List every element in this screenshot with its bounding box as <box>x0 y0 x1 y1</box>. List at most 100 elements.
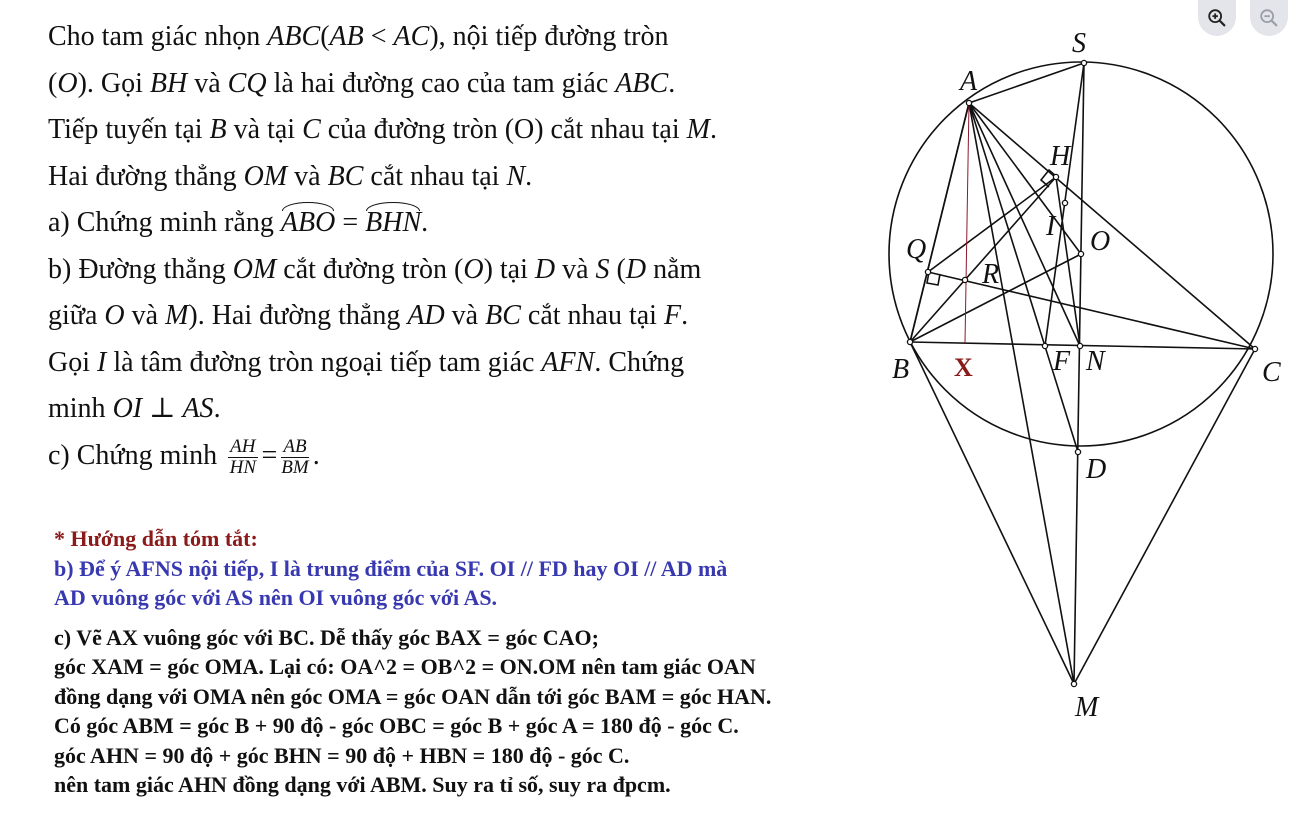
math-symbol: BC <box>485 300 521 331</box>
point-I <box>1061 199 1069 207</box>
math-symbol: N <box>506 160 526 192</box>
text-run: . <box>709 114 717 145</box>
text-run: và <box>555 253 596 285</box>
text-run: nằm <box>646 253 702 285</box>
problem-line: Hai đường thẳng OM và BC cắt nhau tại N. <box>48 154 868 201</box>
text-run: b) Đường thẳng <box>48 253 233 285</box>
text-run: và tại <box>226 114 303 145</box>
point-F <box>1041 342 1049 350</box>
text-run: và <box>187 67 228 99</box>
text-run: ). Gọi <box>77 67 150 99</box>
problem-line: Gọi I là tâm đường tròn ngoại tiếp tam g… <box>48 340 868 387</box>
problem-line: minh OI ⊥ AS. <box>48 386 868 433</box>
hint-c-line: góc XAM = góc OMA. Lại có: OA^2 = OB^2 =… <box>54 654 756 679</box>
point-B <box>906 338 914 346</box>
point-S <box>1080 59 1088 67</box>
text-run: = <box>261 439 278 471</box>
zoom-out-button[interactable] <box>1250 0 1288 36</box>
point-D <box>1074 448 1082 456</box>
segment-AS <box>968 62 1085 104</box>
math-symbol: CQ <box>227 67 267 99</box>
label-B: B <box>892 354 909 385</box>
problem-statement: Cho tam giác nhọn ABC(AB < AC), nội tiếp… <box>48 14 868 479</box>
right-angle-mark-Q <box>926 271 941 286</box>
label-Q: Q <box>906 234 926 265</box>
segment-AX <box>964 102 970 344</box>
point-R <box>961 276 969 284</box>
math-symbol: OM <box>232 253 277 285</box>
label-N: N <box>1085 346 1106 377</box>
zoom-out-icon <box>1260 9 1278 27</box>
point-C <box>1251 345 1259 353</box>
text-run: ( <box>609 253 626 285</box>
text-run: < <box>363 21 394 52</box>
hint-heading: * Hướng dẫn tóm tắt: <box>54 526 258 551</box>
segment-AN <box>968 102 1081 347</box>
segment-BH <box>909 176 1057 343</box>
hint-b-line: b) Để ý AFNS nội tiếp, I là trung điểm c… <box>54 555 728 581</box>
text-run: . <box>421 207 429 238</box>
math-symbol: D <box>534 253 556 285</box>
text-run: . <box>312 439 320 471</box>
math-symbol: B <box>209 114 227 145</box>
label-I: I <box>1045 211 1057 242</box>
angle-symbol: ABO <box>281 200 335 247</box>
text-run: ( <box>320 21 330 52</box>
text-run: . <box>525 160 533 192</box>
text-run: và <box>287 160 328 192</box>
text-run: c) Chứng minh <box>48 439 225 471</box>
text-run: . <box>213 393 221 424</box>
label-O: O <box>1090 226 1110 257</box>
segment-SM <box>1073 62 1085 685</box>
math-symbol: I <box>97 346 107 378</box>
text-run: Hai đường thẳng <box>48 160 244 192</box>
text-run: ), nội tiếp đường tròn <box>429 21 669 52</box>
segment-AB <box>909 102 970 343</box>
math-symbol: AS <box>182 393 214 424</box>
hint-b-line: AD vuông góc với AS nên OI vuông góc với… <box>54 585 498 610</box>
math-symbol: M <box>165 300 189 331</box>
label-A: A <box>958 66 978 97</box>
math-symbol: AFN <box>541 346 595 378</box>
right-angle-mark-H <box>1039 168 1058 188</box>
math-symbol: O <box>57 67 78 99</box>
point-O <box>1077 250 1085 258</box>
solution-hint: * Hướng dẫn tóm tắt: b) Để ý AFNS nội ti… <box>54 524 1014 800</box>
problem-line: Tiếp tuyến tại B và tại C của đường tròn… <box>48 107 868 154</box>
segment-CM <box>1073 348 1256 685</box>
hint-c-line: đồng dạng với OMA nên góc OMA = góc OAN … <box>54 683 772 709</box>
problem-line: a) Chứng minh rằng ABO = BHN. <box>48 200 868 247</box>
text-run: và <box>124 300 166 331</box>
segment-QH <box>927 176 1057 273</box>
point-H <box>1052 173 1060 181</box>
problem-line: b) Đường thẳng OM cắt đường tròn (O) tại… <box>48 247 868 294</box>
label-D: D <box>1085 454 1106 485</box>
math-symbol: OM <box>243 160 288 192</box>
segment-AD <box>968 102 1079 453</box>
text-run: . <box>668 67 676 99</box>
segment-HN <box>1055 176 1081 347</box>
problem-line: Cho tam giác nhọn ABC(AB < AC), nội tiếp… <box>48 14 868 61</box>
text-run: của đường tròn (O) cắt nhau tại <box>320 114 687 145</box>
text-run: cắt nhau tại <box>363 160 507 192</box>
point-N <box>1076 342 1084 350</box>
label-X: X <box>954 353 973 382</box>
math-symbol: OI <box>112 393 143 424</box>
hint-c-line: Có góc ABM = góc B + 90 độ - góc OBC = g… <box>54 713 739 738</box>
math-symbol: C <box>302 114 321 145</box>
math-symbol: M <box>686 114 710 145</box>
text-run: ( <box>48 67 58 99</box>
math-symbol: BH <box>149 67 188 99</box>
point-Q <box>924 268 932 276</box>
segment-BM <box>909 341 1075 685</box>
point-M <box>1070 680 1078 688</box>
text-run: Gọi <box>48 346 97 378</box>
segment-AC <box>968 102 1256 350</box>
text-run: Cho tam giác nhọn <box>48 21 268 52</box>
math-symbol: S <box>595 253 610 285</box>
zoom-in-button[interactable] <box>1198 0 1236 36</box>
math-symbol: O <box>463 253 484 285</box>
